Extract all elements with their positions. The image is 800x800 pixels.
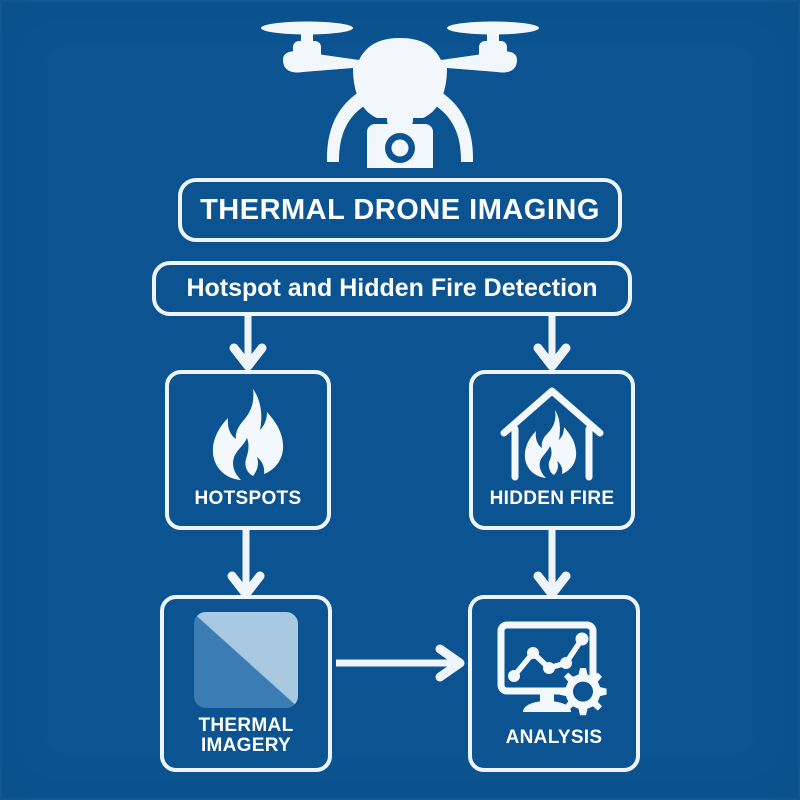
title-box[interactable]: THERMAL DRONE IMAGING: [178, 178, 622, 242]
node-hidden-fire[interactable]: HIDDEN FIRE: [469, 370, 635, 530]
node-thermal-imagery[interactable]: THERMAL IMAGERY: [160, 595, 332, 772]
thermal-gradient-tile-icon: [194, 611, 298, 708]
house-with-flame-icon: [496, 387, 608, 481]
drone-with-camera-icon: [261, 21, 539, 168]
node-hotspots[interactable]: HOTSPOTS: [165, 370, 331, 530]
arrowhead-to-analysis-horizontal: [435, 644, 465, 682]
node-analysis[interactable]: ANALYSIS: [468, 595, 640, 772]
arrowhead-to-thermal-imagery: [227, 571, 265, 599]
monitor-chart-gear-icon: [496, 620, 612, 720]
node-label-hotspots: HOTSPOTS: [194, 488, 302, 510]
subtitle-box[interactable]: Hotspot and Hidden Fire Detection: [152, 261, 632, 316]
node-label-thermal-imagery: THERMAL IMAGERY: [198, 714, 294, 756]
arrowhead-to-hidden-fire: [533, 343, 571, 371]
node-label-hidden-fire: HIDDEN FIRE: [489, 488, 615, 510]
arrowhead-to-analysis-vertical: [533, 571, 571, 599]
flame-icon: [205, 387, 291, 481]
page-subtitle: Hotspot and Hidden Fire Detection: [186, 274, 598, 302]
page-title: THERMAL DRONE IMAGING: [200, 193, 600, 226]
node-label-analysis: ANALYSIS: [505, 726, 603, 748]
arrowhead-to-hotspots: [229, 343, 267, 371]
